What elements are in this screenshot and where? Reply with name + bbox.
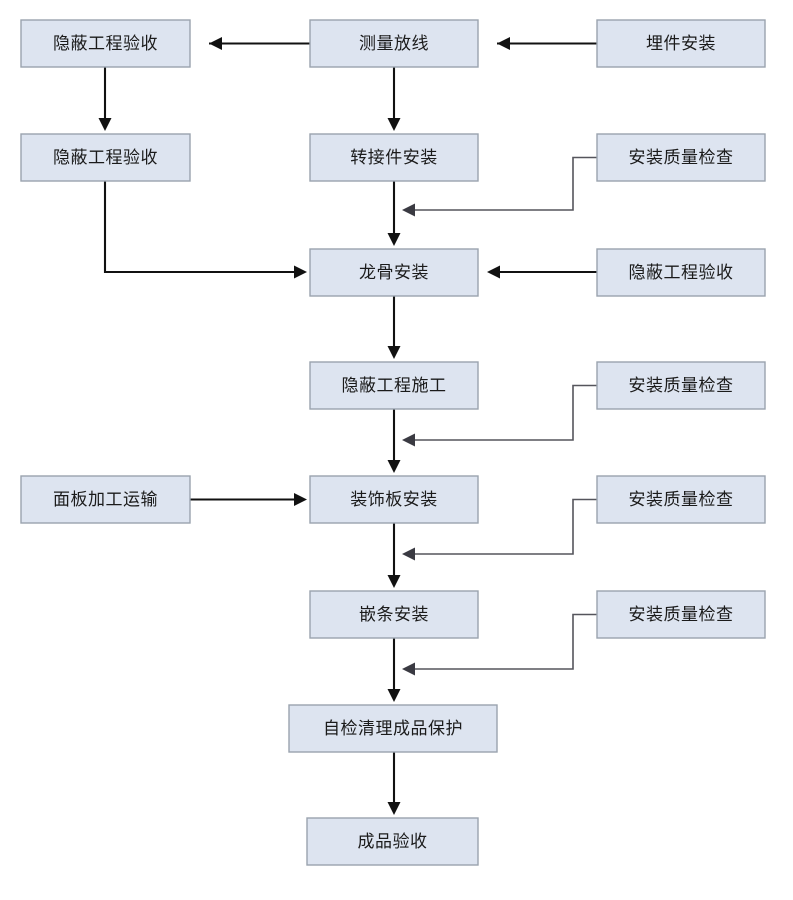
flow-node-box[interactable] (596, 133, 766, 182)
flow-node-label: 安装质量检查 (629, 148, 734, 167)
flow-node[interactable]: 安装质量检查 (596, 590, 766, 639)
arrowhead-icon (387, 460, 401, 473)
flow-node-box[interactable] (288, 704, 498, 753)
arrowhead-icon (487, 265, 500, 279)
flow-node[interactable]: 隐蔽工程验收 (20, 19, 191, 68)
arrowhead-icon (387, 118, 401, 131)
flow-node-box[interactable] (20, 133, 191, 182)
flow-node[interactable]: 安装质量检查 (596, 133, 766, 182)
flow-node[interactable]: 隐蔽工程验收 (596, 248, 766, 297)
flow-node[interactable]: 转接件安装 (309, 133, 479, 182)
flow-node-label: 成品验收 (358, 832, 428, 851)
flow-node[interactable]: 埋件安装 (596, 19, 766, 68)
flow-connector (412, 384, 597, 441)
flow-node-box[interactable] (306, 817, 479, 866)
arrowhead-icon (402, 203, 415, 217)
flow-node[interactable]: 测量放线 (309, 19, 479, 68)
flow-node-box[interactable] (20, 475, 191, 524)
flow-node-box[interactable] (596, 361, 766, 410)
flow-node[interactable]: 装饰板安装 (309, 475, 479, 524)
flow-node-label: 自检清理成品保护 (323, 719, 463, 738)
flow-node-box[interactable] (309, 133, 479, 182)
flow-node[interactable]: 隐蔽工程验收 (20, 133, 191, 182)
flow-node[interactable]: 面板加工运输 (20, 475, 191, 524)
flow-node-box[interactable] (309, 361, 479, 410)
flow-node-label: 安装质量检查 (629, 376, 734, 395)
flow-node[interactable]: 自检清理成品保护 (288, 704, 498, 753)
flow-node-box[interactable] (596, 248, 766, 297)
flow-node-box[interactable] (309, 475, 479, 524)
flow-node-box[interactable] (20, 19, 191, 68)
node-layer: 隐蔽工程验收测量放线埋件安装隐蔽工程验收转接件安装安装质量检查龙骨安装隐蔽工程验… (20, 19, 766, 866)
flow-node[interactable]: 成品验收 (306, 817, 479, 866)
flow-node-box[interactable] (596, 475, 766, 524)
flow-node-label: 龙骨安装 (359, 263, 429, 282)
arrowhead-icon (402, 547, 415, 561)
flow-node-label: 面板加工运输 (53, 490, 158, 509)
flow-connector (103, 181, 297, 274)
flow-node[interactable]: 嵌条安装 (309, 590, 479, 639)
flow-connector (412, 498, 597, 555)
flow-node[interactable]: 安装质量检查 (596, 475, 766, 524)
flow-node-label: 安装质量检查 (629, 605, 734, 624)
flow-connector (412, 613, 597, 670)
flow-node-box[interactable] (596, 590, 766, 639)
arrowhead-icon (387, 346, 401, 359)
arrowhead-icon (387, 575, 401, 588)
arrowhead-icon (209, 37, 222, 50)
flow-node-label: 测量放线 (359, 34, 429, 53)
flow-node-label: 装饰板安装 (350, 490, 438, 509)
arrowhead-icon (402, 662, 415, 676)
flow-node-label: 嵌条安装 (359, 605, 429, 624)
flow-node-label: 转接件安装 (350, 148, 438, 167)
flow-node-label: 埋件安装 (646, 34, 716, 53)
arrowhead-icon (294, 265, 307, 279)
flow-node-label: 隐蔽工程验收 (53, 34, 158, 53)
arrowhead-icon (387, 233, 401, 246)
flow-node-box[interactable] (309, 19, 479, 68)
flow-node-label: 隐蔽工程验收 (53, 148, 158, 167)
flow-node-box[interactable] (309, 248, 479, 297)
flow-connector (412, 156, 597, 211)
flow-node[interactable]: 龙骨安装 (309, 248, 479, 297)
flow-node-label: 隐蔽工程施工 (342, 376, 447, 395)
arrowhead-icon (294, 493, 307, 506)
arrowhead-icon (387, 802, 401, 815)
arrowhead-icon (402, 433, 415, 447)
flow-node[interactable]: 隐蔽工程施工 (309, 361, 479, 410)
flow-node-box[interactable] (596, 19, 766, 68)
arrowhead-icon (497, 37, 510, 50)
flow-node-label: 安装质量检查 (629, 490, 734, 509)
arrowhead-icon (98, 118, 112, 131)
arrowhead-layer (98, 37, 510, 815)
flow-node-label: 隐蔽工程验收 (629, 263, 734, 282)
edge-layer (103, 42, 597, 805)
flow-node-box[interactable] (309, 590, 479, 639)
flow-node[interactable]: 安装质量检查 (596, 361, 766, 410)
arrowhead-icon (387, 689, 401, 702)
